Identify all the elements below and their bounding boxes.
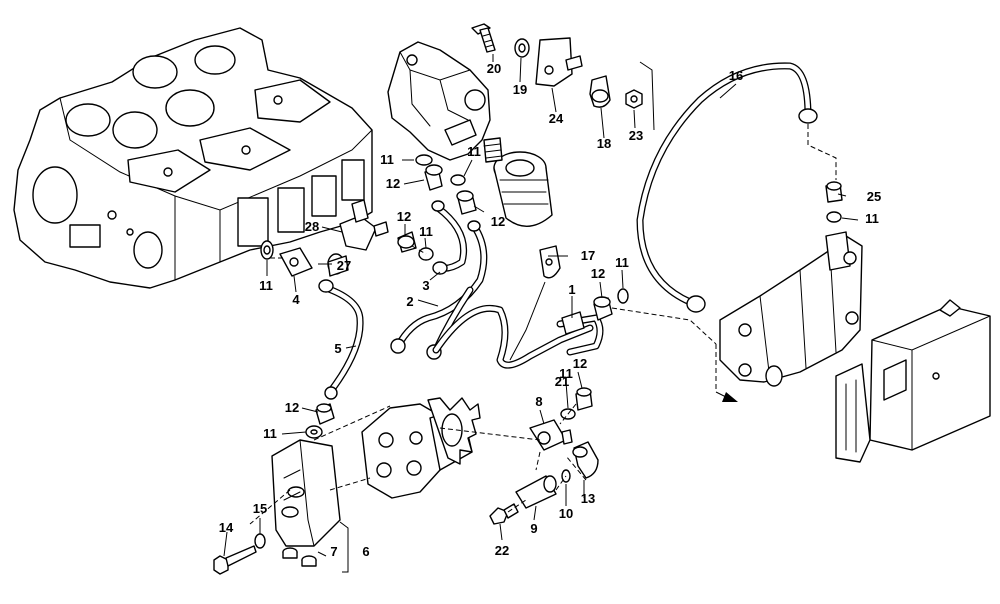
washer-19 xyxy=(514,38,530,58)
callout-25: 25 xyxy=(867,189,881,204)
callout-11c: 11 xyxy=(419,224,433,239)
callout-12d: 12 xyxy=(591,266,605,281)
callout-11b: 11 xyxy=(467,144,481,159)
pipe-1 xyxy=(432,304,604,369)
washer-11-right xyxy=(617,288,629,304)
bolt-22 xyxy=(489,503,519,525)
washer-11-left xyxy=(260,240,274,260)
callout-12c: 12 xyxy=(397,209,411,224)
direction-arrow xyxy=(715,391,738,402)
callout-3: 3 xyxy=(422,278,429,293)
pipe-3 xyxy=(431,200,468,275)
callout-12b: 12 xyxy=(491,214,505,229)
fitting-25 xyxy=(825,181,843,203)
callout-7: 7 xyxy=(330,544,337,559)
callout-11d: 11 xyxy=(259,278,273,293)
fitting-12-right xyxy=(593,296,613,321)
callout-17: 17 xyxy=(581,248,595,263)
callout-11f: 11 xyxy=(865,211,879,226)
callout-13: 13 xyxy=(581,491,595,506)
washer-11-far-right xyxy=(826,211,842,223)
ecu-unit xyxy=(835,299,991,463)
clamp-17 xyxy=(539,245,561,279)
callout-11e: 11 xyxy=(615,255,629,270)
callout-11a: 11 xyxy=(380,152,394,167)
pipe-5 xyxy=(318,279,364,400)
callout-18: 18 xyxy=(597,136,611,151)
clip-18 xyxy=(589,75,611,108)
fitting-4 xyxy=(279,247,313,277)
callout-23: 23 xyxy=(629,128,643,143)
callout-28: 28 xyxy=(305,219,319,234)
fitting-12-upper-right xyxy=(456,190,477,215)
leader-lines xyxy=(223,54,859,573)
washer-15 xyxy=(254,533,266,549)
callout-27: 27 xyxy=(337,258,351,273)
connector-28 xyxy=(339,199,389,251)
pump-cover-6 xyxy=(271,439,341,547)
washer-11-upper xyxy=(415,154,433,166)
callout-11g: 11 xyxy=(263,426,277,441)
fitting-21 xyxy=(575,387,593,411)
callout-12e: 12 xyxy=(573,356,587,371)
callout-21: 21 xyxy=(555,374,569,389)
fitting-9 xyxy=(515,475,557,509)
callout-22: 22 xyxy=(495,543,509,558)
tee-fitting-8 xyxy=(529,419,573,451)
callout-1: 1 xyxy=(568,282,575,297)
callout-10: 10 xyxy=(559,506,573,521)
callout-15: 15 xyxy=(253,501,267,516)
callout-24: 24 xyxy=(549,111,564,126)
callout-6: 6 xyxy=(362,544,369,559)
callout-9: 9 xyxy=(530,521,537,536)
spring-element xyxy=(483,137,503,163)
injection-pump-cover xyxy=(387,41,491,161)
bolt-14 xyxy=(213,545,257,575)
callout-numbers: 1 2 3 4 5 6 7 8 9 10 11 11 11 11 11 11 1… xyxy=(219,61,881,559)
callout-16: 16 xyxy=(729,68,743,83)
callout-5: 5 xyxy=(334,341,341,356)
pipe-16 xyxy=(636,62,818,313)
bolt-20 xyxy=(471,23,496,53)
washer-11-mid xyxy=(450,174,466,186)
callout-19: 19 xyxy=(513,82,527,97)
high-pressure-pump xyxy=(361,397,481,499)
callout-11h: 11 xyxy=(559,366,573,381)
callout-12a: 12 xyxy=(386,176,400,191)
callout-2: 2 xyxy=(406,294,413,309)
callout-12f: 12 xyxy=(285,400,299,415)
engine-block xyxy=(13,27,373,289)
callout-8: 8 xyxy=(535,394,542,409)
elbow-13 xyxy=(572,441,599,479)
callout-14: 14 xyxy=(219,520,234,535)
dashed-assembly-lines xyxy=(249,124,837,525)
nut-23 xyxy=(625,89,643,109)
washer-11-lower xyxy=(305,425,323,439)
callout-4: 4 xyxy=(292,292,300,307)
fitting-12-upper-left xyxy=(424,164,443,191)
fitting-12-lower xyxy=(315,403,335,425)
fitting-12-center xyxy=(397,231,417,253)
fuel-cooler-plate xyxy=(719,231,863,387)
bracket-24 xyxy=(535,37,583,87)
fuel-filter xyxy=(493,151,553,227)
plugs-7 xyxy=(282,547,317,567)
callout-20: 20 xyxy=(487,61,501,76)
